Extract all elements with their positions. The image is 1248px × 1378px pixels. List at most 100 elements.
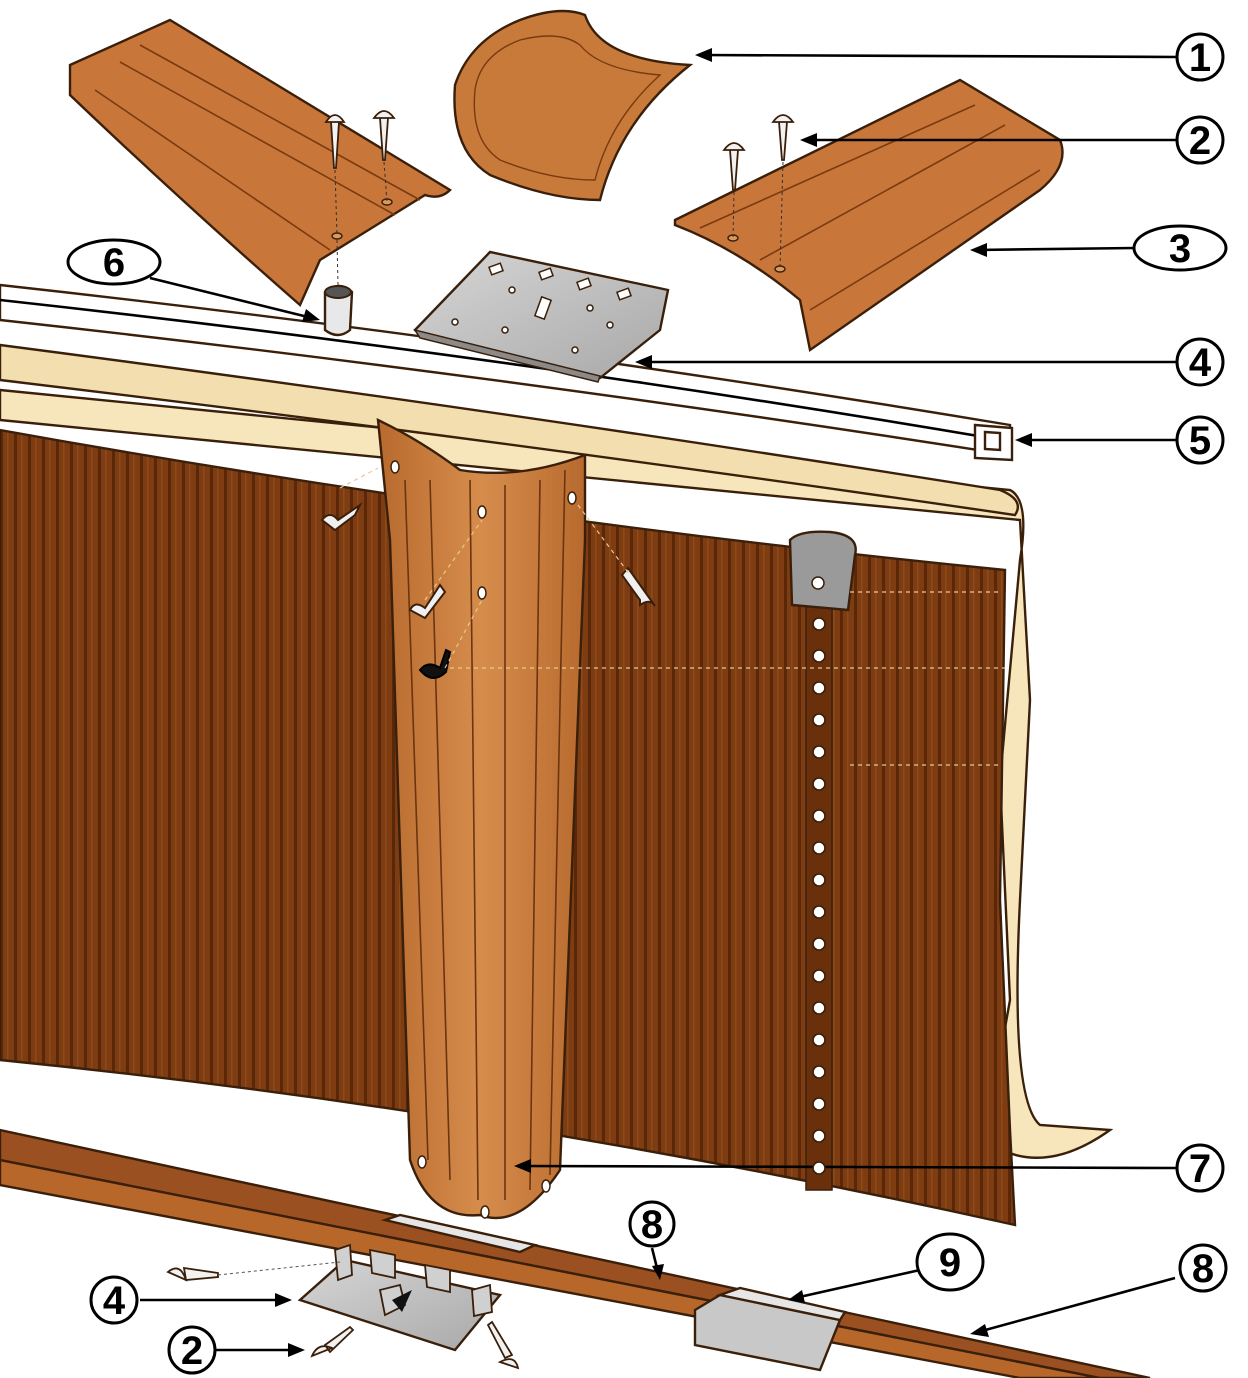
callout-2-top-label: 2 — [1189, 119, 1211, 163]
leader-6 — [149, 276, 313, 320]
callout-3-label: 3 — [1169, 227, 1191, 271]
top-rail-end — [973, 423, 1014, 462]
wall-bolt — [812, 1033, 826, 1047]
wall-bolt — [812, 841, 826, 855]
leader-9 — [794, 1268, 921, 1300]
callout-2-bottom: 2 — [167, 1325, 217, 1375]
wall-bolt — [812, 745, 826, 759]
wall-bolt — [812, 713, 826, 727]
callout-1-label: 1 — [1189, 36, 1211, 80]
callout-6: 6 — [66, 238, 162, 286]
callout-8-right-label: 8 — [1192, 1247, 1214, 1291]
wall-bolt — [812, 1001, 826, 1015]
post-cap-inner — [473, 35, 662, 181]
leader-lines — [140, 48, 1179, 1357]
callout-9: 9 — [915, 1232, 985, 1292]
callout-8-mid: 8 — [628, 1200, 676, 1248]
cap-screw-guides — [334, 161, 784, 286]
callout-8-right: 8 — [1178, 1243, 1228, 1293]
bottom-connector-plate-tabs — [334, 1243, 493, 1318]
screw-icon — [722, 142, 746, 191]
wall-bolt — [812, 681, 826, 695]
top-rail-inner-line — [0, 298, 991, 440]
screw-icon — [771, 114, 795, 161]
liner-coping-edge — [0, 343, 1020, 517]
arrowhead-6 — [302, 309, 320, 322]
spacer-tube-top — [324, 285, 352, 299]
arrowhead-2-top — [800, 133, 817, 147]
post-cap — [453, 9, 694, 202]
wall-bolt — [812, 1097, 826, 1111]
wall-bolt — [812, 617, 826, 631]
bottom-rail-connector — [693, 1293, 842, 1372]
bottom-screw-guides — [217, 1261, 341, 1276]
bottom-plate-bolt — [392, 1290, 412, 1312]
wall-bolt-column — [812, 617, 826, 1175]
callout-4-bottom-label: 4 — [103, 1279, 126, 1323]
screw-icon — [320, 502, 363, 532]
bottom-screws — [166, 1266, 520, 1370]
wall-bolt — [812, 777, 826, 791]
connector-top-plate — [715, 1286, 847, 1322]
callout-4-bottom: 4 — [89, 1275, 139, 1325]
screw-icon — [408, 583, 447, 620]
top-cap-right — [673, 78, 1064, 353]
wall-bolt — [812, 809, 826, 823]
leader-1 — [699, 53, 1179, 59]
screw-icon — [486, 1320, 520, 1370]
arrowhead-8-mid — [652, 1264, 664, 1280]
wall-bolt — [812, 1065, 826, 1079]
leader-8-right — [977, 1276, 1176, 1334]
leader-3 — [974, 246, 1136, 252]
callout-4-top-label: 4 — [1189, 341, 1212, 385]
leader-7 — [519, 1164, 1179, 1170]
callout-1: 1 — [1175, 32, 1225, 82]
top-cap-right-holes — [727, 234, 786, 273]
callout-5: 5 — [1175, 415, 1225, 465]
callout-4-top: 4 — [1175, 337, 1225, 387]
wall-bolt — [812, 1129, 826, 1143]
arrowhead-8-right — [970, 1324, 989, 1337]
top-connector-plate-edge — [413, 328, 601, 383]
wall-bolt-icon — [418, 648, 452, 679]
wall-bolt — [812, 905, 826, 919]
callout-8-mid-label: 8 — [641, 1203, 663, 1247]
wall-bolt — [812, 873, 826, 887]
callout-6-label: 6 — [103, 241, 125, 285]
arrowhead-7 — [514, 1159, 531, 1173]
wall-bolt — [812, 649, 826, 663]
arrowhead-2-bottom — [288, 1343, 305, 1357]
upright-groove-lines — [404, 469, 566, 1201]
screw-icon — [324, 114, 346, 169]
top-cap-left — [68, 18, 452, 307]
wall-bolt — [812, 969, 826, 983]
callout-3: 3 — [1132, 224, 1228, 272]
wall-bolt — [812, 937, 826, 951]
bottom-rail-joint-plate — [380, 1213, 539, 1254]
screw-icon — [620, 566, 656, 607]
screw-icon — [166, 1266, 219, 1282]
assembly-guide-lines — [339, 467, 1005, 766]
vertical-upright-post — [376, 418, 587, 1220]
wall-screws — [320, 502, 656, 620]
wall-top-clip — [788, 530, 857, 612]
top-connector-plate-slots — [451, 262, 632, 354]
callout-5-label: 5 — [1189, 419, 1211, 463]
callout-2-top: 2 — [1175, 115, 1225, 165]
callout-2-bottom-label: 2 — [181, 1329, 203, 1373]
arrowhead-4-top — [635, 355, 652, 369]
callout-9-label: 9 — [939, 1241, 961, 1285]
arrowhead-9 — [788, 1290, 805, 1303]
arrowhead-5 — [1015, 433, 1032, 447]
callout-7: 7 — [1175, 1143, 1225, 1193]
wall-bolt — [812, 1161, 826, 1175]
screw-icon — [372, 110, 396, 161]
top-cap-right-ribs — [699, 104, 1041, 311]
arrowhead-4-bottom — [275, 1293, 292, 1307]
upright-holes — [390, 460, 577, 1219]
arrowhead-1 — [695, 48, 712, 62]
arrowhead-3 — [970, 243, 987, 257]
top-cap-left-ribs — [94, 44, 421, 251]
wall-top-clip-hole — [811, 576, 825, 590]
